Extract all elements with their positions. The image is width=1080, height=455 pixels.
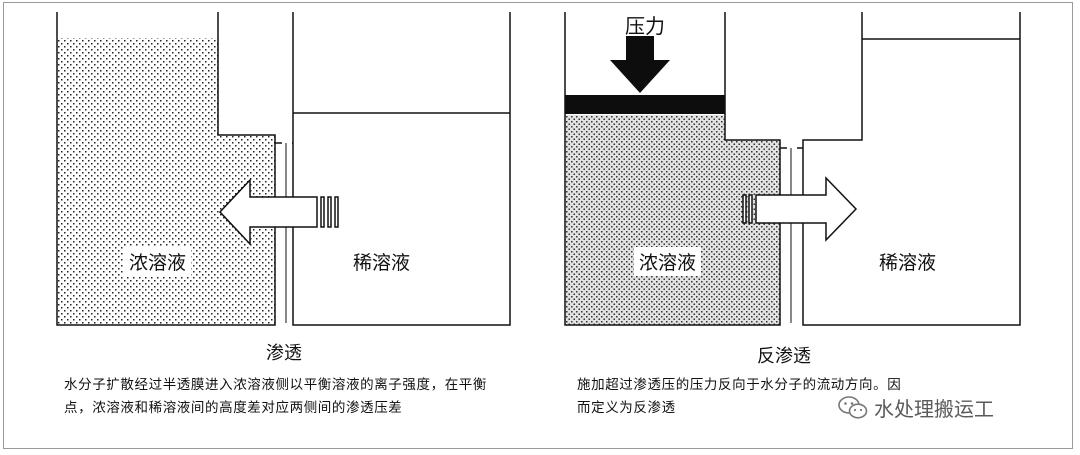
pressure-arrow (610, 36, 670, 93)
figure-border (3, 2, 1073, 449)
right-description: 施加超过渗透压的压力反向于水分子的流动方向。因而定义为反渗透 (577, 377, 902, 416)
right-concentrated-liquid (565, 115, 780, 325)
left-caption: 渗透 (266, 343, 302, 364)
pressure-label: 压力 (625, 14, 665, 38)
piston (565, 95, 725, 114)
left-dilute-label: 稀溶液 (353, 252, 411, 274)
right-caption: 反渗透 (757, 346, 811, 367)
left-concentrated-label: 浓溶液 (124, 247, 192, 276)
left-container-outline (56, 12, 511, 326)
right-concentrated-label: 浓溶液 (634, 247, 702, 276)
left-membrane (282, 136, 292, 323)
watermark-text: 水处理搬运工 (874, 397, 994, 421)
right-membrane (787, 141, 797, 323)
left-concentrated-liquid (57, 38, 275, 325)
right-dilute-label: 稀溶液 (879, 252, 937, 274)
wechat-icon (838, 395, 868, 419)
watermark: 水处理搬运工 (838, 393, 994, 422)
right-arrow (742, 176, 858, 242)
right-container-outline (564, 12, 1021, 326)
left-arrow (218, 178, 339, 246)
left-description: 水分子扩散经过半透膜进入浓溶液侧以平衡溶液的离子强度，在平衡点，浓溶液和稀溶液间… (64, 377, 487, 416)
